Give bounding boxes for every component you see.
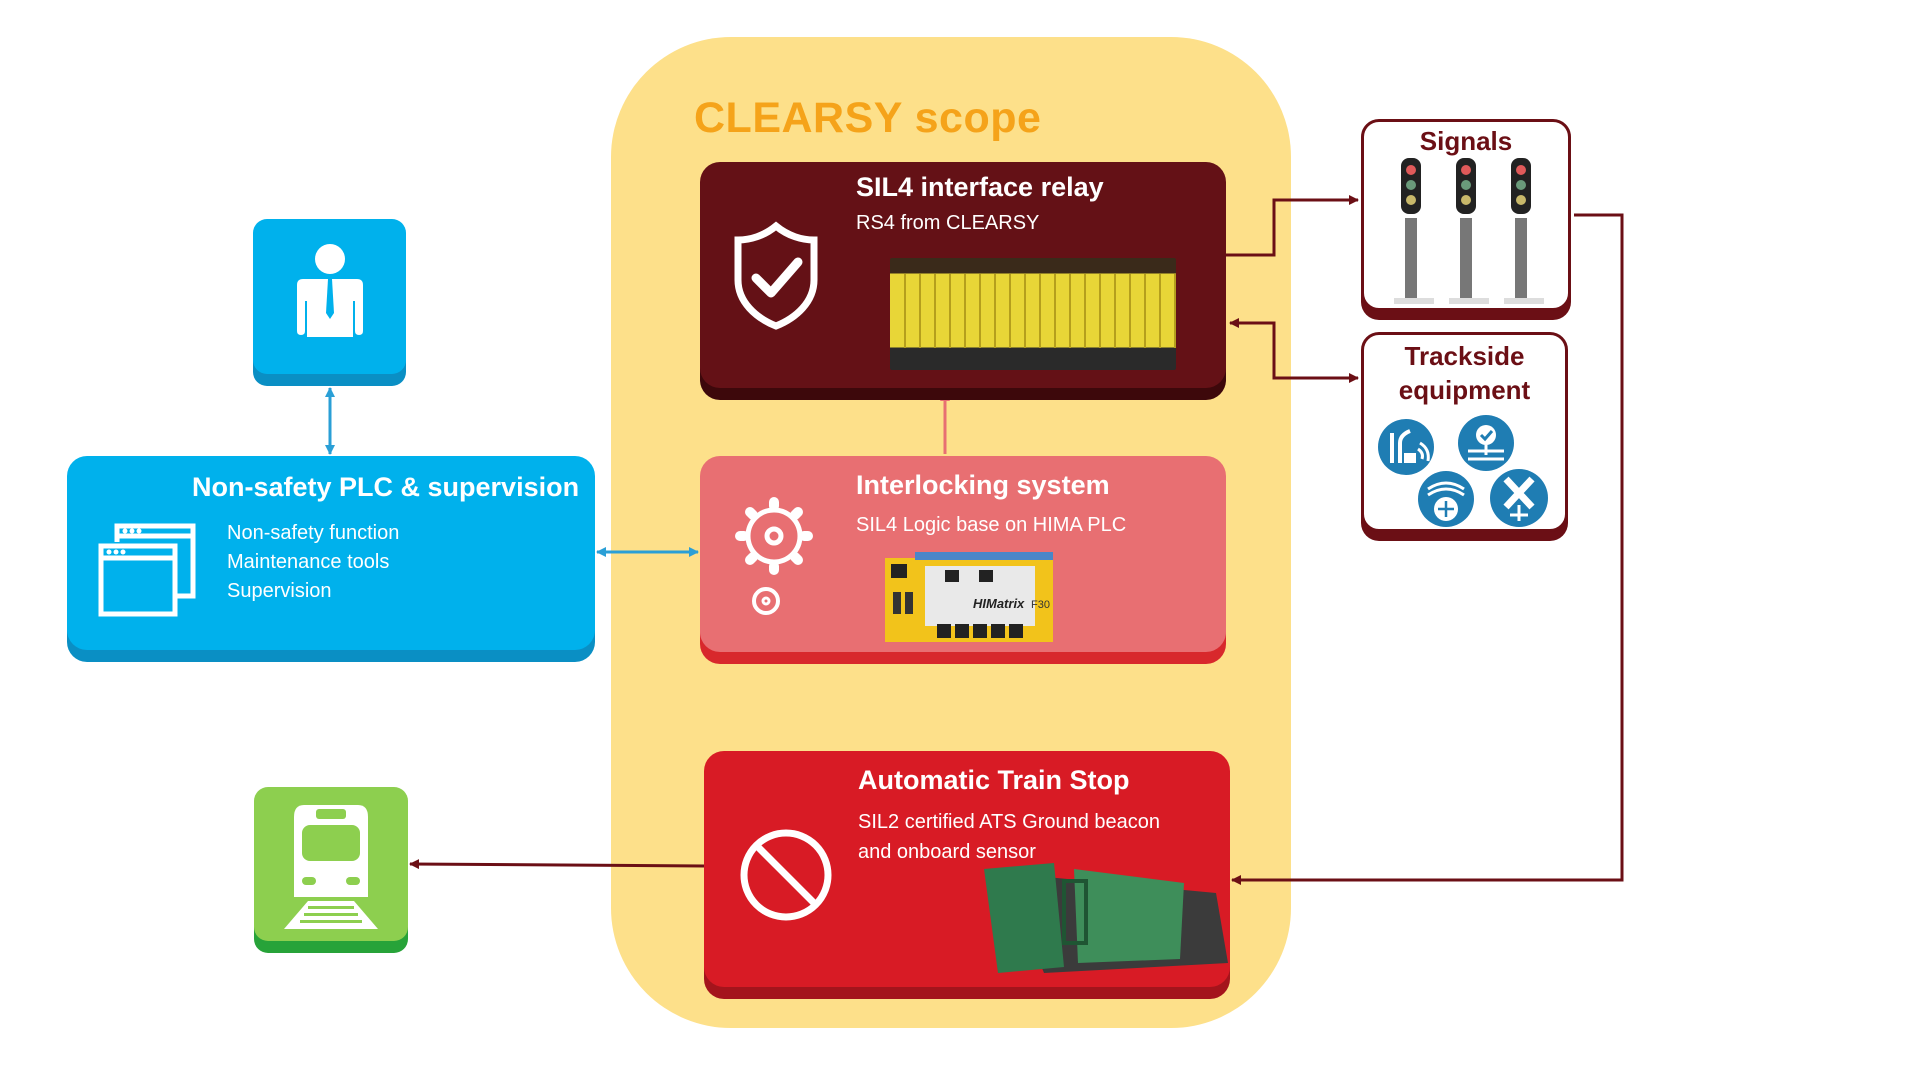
scope-title: CLEARSY scope — [694, 94, 1042, 142]
plc-brand-label: HIMatrix — [973, 596, 1025, 611]
relay-module — [1055, 273, 1071, 348]
relay-module — [995, 273, 1011, 348]
junction-icon — [1418, 471, 1474, 527]
trackside-title-line2: equipment — [1398, 375, 1531, 405]
point-detector-icon — [1458, 415, 1514, 471]
interlocking-system-box[interactable]: Interlocking system SIL4 Logic base on H… — [700, 456, 1226, 652]
signals-title: Signals — [1419, 126, 1513, 156]
signals-box[interactable]: Signals — [1361, 119, 1571, 311]
relay-module — [1145, 273, 1161, 348]
plc-title: Non-safety PLC & supervision — [192, 472, 580, 502]
signal-mast — [1394, 158, 1434, 304]
relay-module — [1040, 273, 1056, 348]
browser-windows-icon — [98, 523, 196, 617]
person-icon — [297, 244, 363, 337]
ats-beacon-photo — [984, 863, 1228, 973]
relay-module — [1160, 273, 1176, 348]
relay-module — [965, 273, 981, 348]
relay-rack-photo: (function(){var p=document.currentScript… — [890, 258, 1176, 370]
sil4-relay-subtitle: RS4 from CLEARSY — [856, 212, 1040, 234]
sil4-interface-relay-box[interactable]: SIL4 interface relay RS4 from CLEARSY (f… — [700, 162, 1226, 388]
relay-trackside-line — [1229, 318, 1358, 380]
railway-signals — [1394, 158, 1544, 304]
plc-item: Maintenance tools — [227, 551, 390, 573]
operator-box[interactable] — [253, 219, 406, 374]
ats-subtitle-line2: and onboard sensor — [858, 841, 1036, 863]
interlocking-title: Interlocking system — [856, 470, 1110, 500]
relay-module — [1010, 273, 1026, 348]
relay-module — [1085, 273, 1101, 348]
relay-module — [1070, 273, 1086, 348]
non-safety-plc-box[interactable]: Non-safety PLC & supervision Non-safety … — [67, 456, 595, 650]
trackside-equipment-box[interactable]: Trackside equipment — [1361, 332, 1568, 532]
track-circuit-icon — [1378, 419, 1434, 475]
level-crossing-icon — [1490, 469, 1548, 527]
ats-to-train-line — [409, 859, 705, 870]
relay-module — [980, 273, 996, 348]
relay-module — [1115, 273, 1131, 348]
trackside-title-line1: Trackside — [1404, 341, 1525, 371]
train-icon — [284, 805, 378, 929]
prohibited-icon — [740, 829, 832, 921]
train-box[interactable] — [254, 787, 408, 941]
relay-module — [905, 273, 921, 348]
relay-module — [1100, 273, 1116, 348]
ats-title: Automatic Train Stop — [858, 765, 1130, 795]
shield-check-icon — [734, 221, 818, 330]
signals-to-ats-line — [1231, 213, 1624, 885]
himatrix-plc-photo: HIMatrix F30 — [885, 552, 1053, 642]
gears-icon — [735, 497, 813, 615]
plc-item: Non-safety function — [227, 522, 400, 544]
plc-item: Supervision — [227, 580, 332, 602]
ats-subtitle-line1: SIL2 certified ATS Ground beacon — [858, 811, 1161, 833]
relay-module — [920, 273, 936, 348]
interlocking-subtitle: SIL4 Logic base on HIMA PLC — [856, 514, 1127, 536]
relay-module — [935, 273, 951, 348]
relay-module — [890, 273, 906, 348]
relay-module — [1130, 273, 1146, 348]
relay-to-signals-line — [1226, 195, 1359, 257]
relay-module — [1025, 273, 1041, 348]
plc-model-label: F30 — [1031, 599, 1050, 611]
relay-module — [950, 273, 966, 348]
sil4-relay-title: SIL4 interface relay — [856, 172, 1104, 202]
automatic-train-stop-box[interactable]: Automatic Train Stop SIL2 certified ATS … — [704, 751, 1230, 987]
